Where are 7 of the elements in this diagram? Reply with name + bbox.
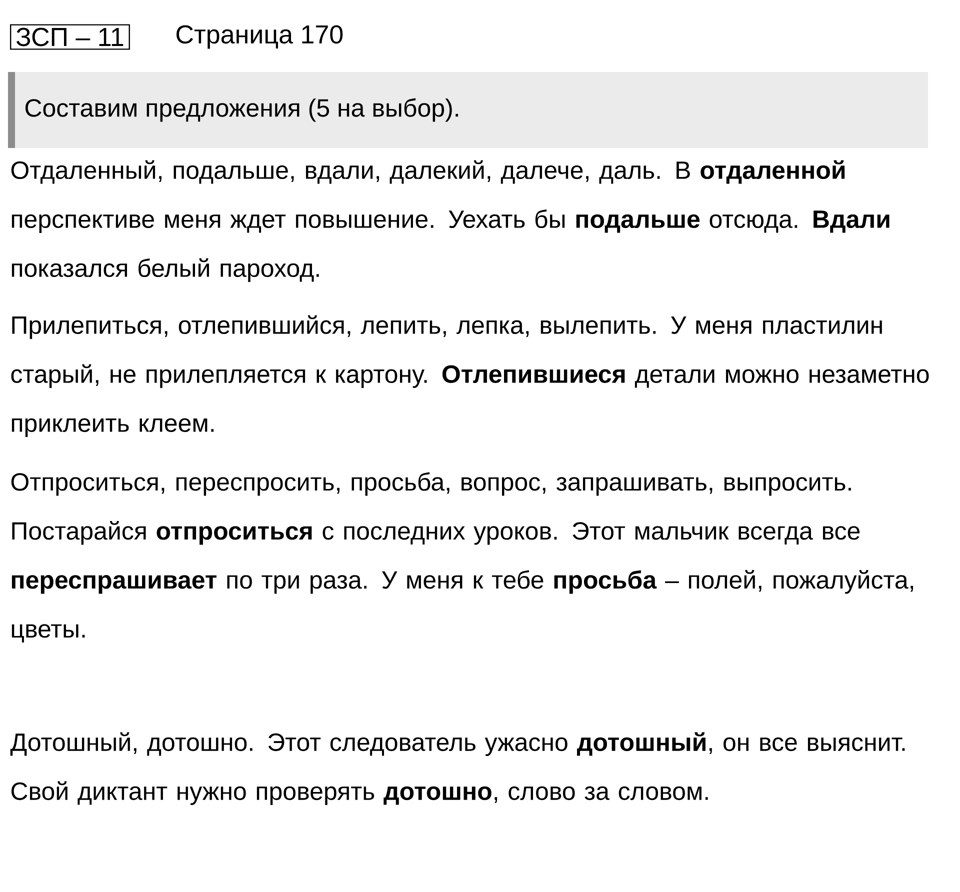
- paragraph: Прилепиться, отлепившийся, лепить, лепка, вылепить. У меня пластилин старый, не прилепляется к картону. Отлепившиеся детали можно незаметно приклеить клеем.: [11, 315, 929, 437]
- paragraph: Отдаленный, подальше, вдали, далекий, далече, даль. В отдаленной перспективе меня ждет повышение. Уехать бы подальше отсюда. Вдали показался белый пароход.: [11, 160, 890, 282]
- paragraph: Отпроситься, переспросить, просьба, вопрос, запрашивать, выпросить. Постарайся отпроситься с последних уроков. Этот мальчик всегда все переспрашивает по три раза. У меня к тебе просьба – полей, пожалуйста, цветы.: [11, 472, 914, 643]
- task-band: Составим предложения (5 на выбор).: [8, 72, 928, 148]
- number-box: ЗСП – 11: [10, 24, 130, 50]
- paragraph: Дотошный, дотошно. Этот следователь ужасно дотошный, он все выяснит. Свой диктант нужно проверять дотошно, слово за словом.: [10, 732, 905, 805]
- page-number: Страница 170: [176, 25, 343, 49]
